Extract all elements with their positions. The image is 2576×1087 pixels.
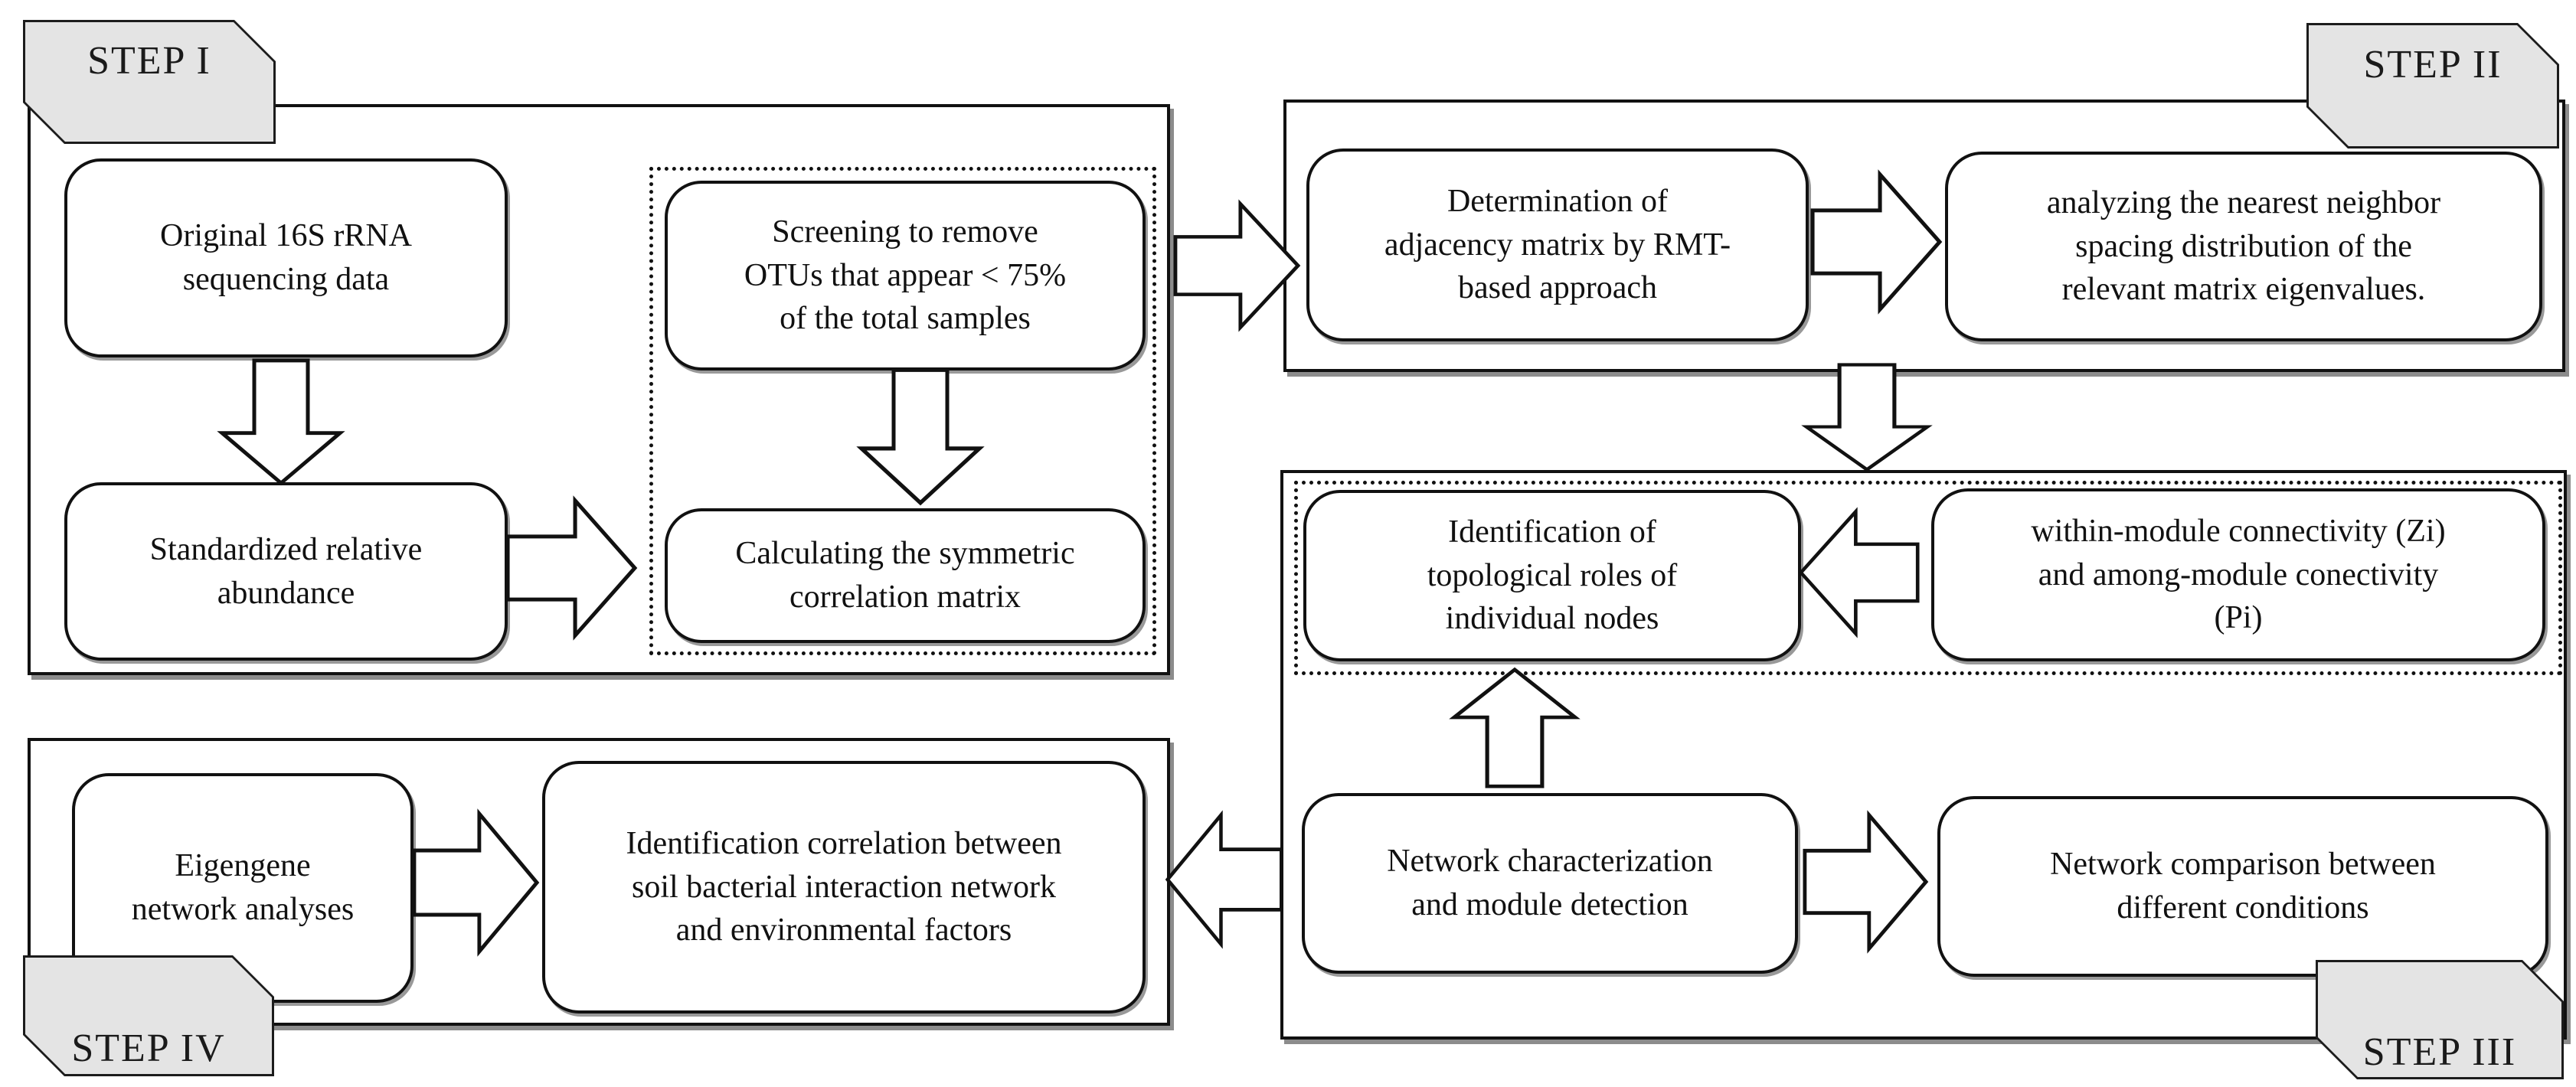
arrow-right-icon bbox=[1810, 169, 1943, 315]
step4-label: STEP IV bbox=[71, 1026, 226, 1070]
arrow-down-icon bbox=[856, 367, 985, 506]
node-module-connectivity: within-module connectivity (Zi) and amon… bbox=[1931, 488, 2545, 661]
step3-container bbox=[1280, 470, 2567, 1040]
node-screening-otus: Screening to remove OTUs that appear < 7… bbox=[665, 181, 1146, 370]
arrow-down-icon bbox=[217, 358, 345, 486]
node-original-data: Original 16S rRNA sequencing data bbox=[64, 158, 508, 357]
node-adjacency-matrix-label: Determination of adjacency matrix by RMT… bbox=[1384, 183, 1731, 306]
arrow-up-icon bbox=[1449, 667, 1581, 788]
node-network-characterization-label: Network characterization and module dete… bbox=[1387, 844, 1713, 922]
node-topological-roles: Identification of topological roles of i… bbox=[1303, 490, 1801, 661]
arrow-down-icon bbox=[1801, 363, 1933, 472]
arrow-right-icon bbox=[1173, 199, 1301, 332]
arrow-left-icon bbox=[1798, 507, 1920, 638]
step1-container bbox=[28, 104, 1170, 675]
arrow-left-icon bbox=[1165, 810, 1283, 949]
arrow-right-icon bbox=[412, 808, 540, 957]
step4-tab-inner: STEP IV bbox=[25, 958, 272, 1074]
node-eigengene-analyses-label: Eigengene network analyses bbox=[131, 848, 355, 927]
node-screening-otus-label: Screening to remove OTUs that appear < 7… bbox=[744, 214, 1067, 337]
step4-tab: STEP IV bbox=[23, 955, 274, 1076]
node-topological-roles-label: Identification of topological roles of i… bbox=[1427, 514, 1678, 637]
step2-container bbox=[1283, 100, 2565, 372]
step1-tab: STEP I bbox=[23, 20, 276, 144]
node-standardized-abundance: Standardized relative abundance bbox=[64, 482, 508, 661]
step3-tab-inner: STEP III bbox=[2318, 962, 2561, 1077]
node-correlation-matrix-label: Calculating the symmetric correlation ma… bbox=[735, 536, 1075, 615]
node-environment-correlation-label: Identification correlation between soil … bbox=[626, 825, 1062, 948]
step1-dotted-group bbox=[649, 167, 1156, 655]
node-standardized-abundance-label: Standardized relative abundance bbox=[149, 531, 423, 611]
step2-tab: STEP II bbox=[2306, 23, 2559, 149]
node-original-data-label: Original 16S rRNA sequencing data bbox=[160, 218, 412, 297]
node-correlation-matrix: Calculating the symmetric correlation ma… bbox=[665, 508, 1146, 643]
node-environment-correlation: Identification correlation between soil … bbox=[542, 761, 1146, 1014]
step2-label: STEP II bbox=[2363, 42, 2502, 87]
step3-dotted-group bbox=[1294, 481, 2562, 675]
arrow-right-icon bbox=[1803, 810, 1929, 954]
step3-tab: STEP III bbox=[2316, 960, 2564, 1079]
node-network-comparison-label: Network comparison between different con… bbox=[2050, 847, 2436, 925]
node-module-connectivity-label: within-module connectivity (Zi) and amon… bbox=[2031, 513, 2446, 636]
step3-label: STEP III bbox=[2362, 1030, 2517, 1074]
node-adjacency-matrix: Determination of adjacency matrix by RMT… bbox=[1306, 149, 1809, 341]
node-network-comparison: Network comparison between different con… bbox=[1937, 796, 2548, 977]
step2-tab-inner: STEP II bbox=[2309, 25, 2557, 146]
arrow-right-icon bbox=[505, 495, 638, 641]
node-eigenvalue-spacing-label: analyzing the nearest neighbor spacing d… bbox=[2046, 184, 2441, 308]
step1-label: STEP I bbox=[87, 38, 211, 83]
node-eigenvalue-spacing: analyzing the nearest neighbor spacing d… bbox=[1945, 152, 2542, 341]
step1-tab-inner: STEP I bbox=[25, 22, 273, 142]
node-network-characterization: Network characterization and module dete… bbox=[1302, 793, 1798, 974]
